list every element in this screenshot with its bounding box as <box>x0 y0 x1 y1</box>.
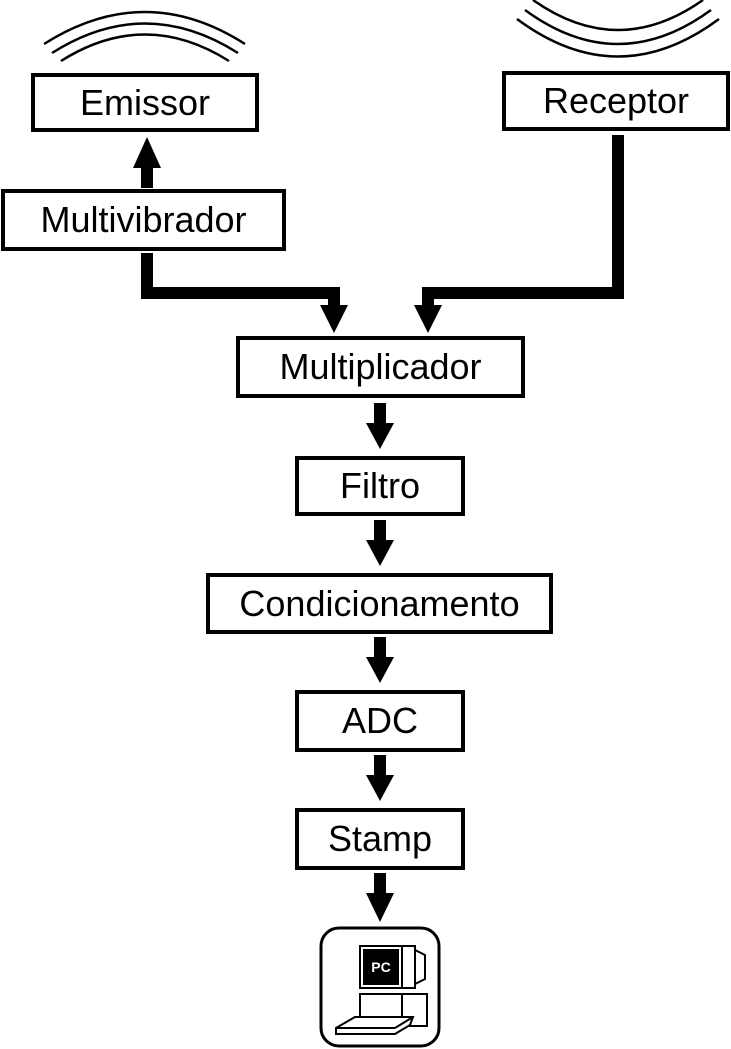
multivibrador-label: Multivibrador <box>40 199 247 240</box>
pc-label: PC <box>371 959 391 975</box>
emissor-block: Emissor <box>31 73 259 132</box>
filtro-label: Filtro <box>340 465 420 506</box>
receptor-block: Receptor <box>502 71 730 131</box>
arrow-adc-to-stamp <box>366 755 394 801</box>
arrow-stamp-to-pc <box>366 873 394 922</box>
receptor-label: Receptor <box>542 80 690 121</box>
arrow-filtro-to-condicionamento <box>366 520 394 566</box>
stamp-block: Stamp <box>295 808 465 870</box>
arrow-multivibrador-to-multiplicador <box>141 253 348 333</box>
stamp-label: Stamp <box>327 818 433 859</box>
arrow-receptor-to-multiplicador <box>414 135 624 333</box>
emitter-waves-icon <box>43 10 246 63</box>
condicionamento-label: Condicionamento <box>239 582 520 624</box>
arrow-condicionamento-to-adc <box>366 637 394 683</box>
filtro-block: Filtro <box>295 456 465 516</box>
adc-label: ADC <box>341 700 418 741</box>
adc-block: ADC <box>295 690 465 752</box>
multiplicador-label: Multiplicador <box>279 346 482 387</box>
multivibrador-block: Multivibrador <box>1 189 286 251</box>
computer-icon <box>319 926 441 1048</box>
arrow-multivibrador-to-emissor <box>133 137 161 188</box>
multiplicador-block: Multiplicador <box>236 336 525 398</box>
emissor-label: Emissor <box>79 81 210 123</box>
condicionamento-block: Condicionamento <box>206 573 553 634</box>
receiver-waves-icon <box>516 0 720 58</box>
arrow-multiplicador-to-filtro <box>366 403 394 449</box>
